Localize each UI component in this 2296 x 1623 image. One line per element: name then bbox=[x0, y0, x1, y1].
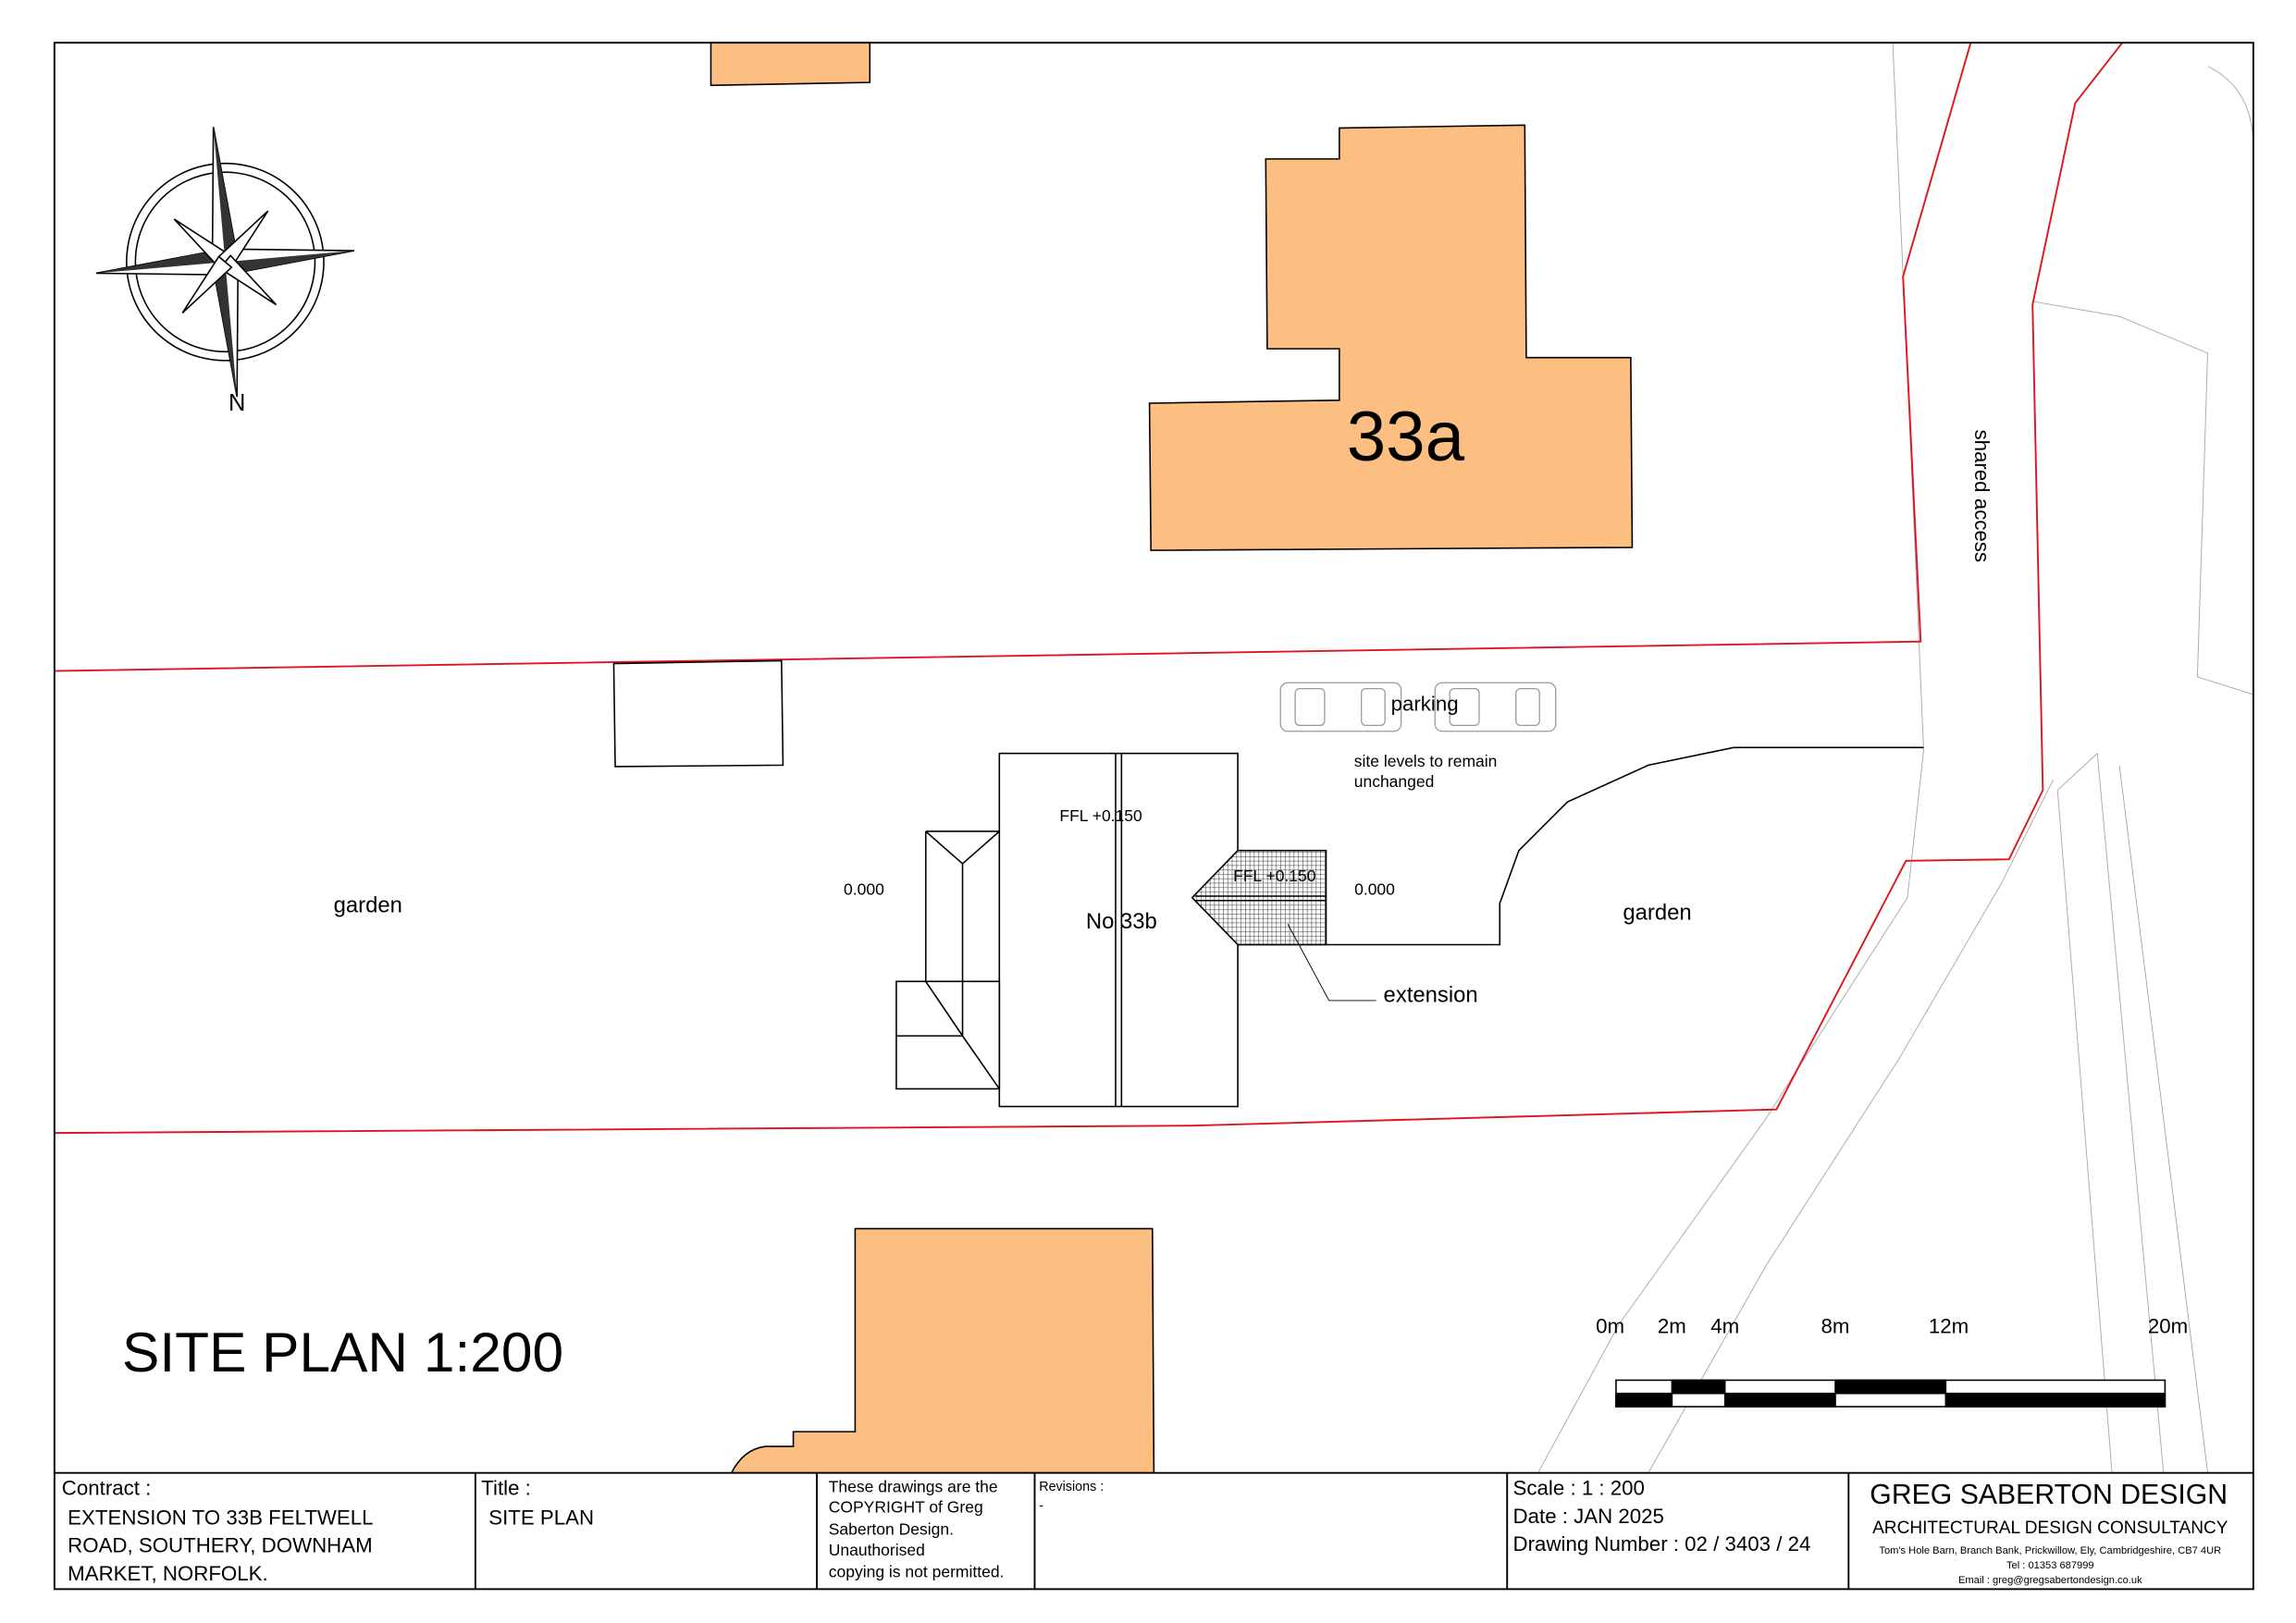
scale-tick-label: 2m bbox=[1658, 1315, 1686, 1338]
extension-hatch bbox=[1191, 849, 1327, 946]
copyright-line: Saberton Design. bbox=[829, 1519, 954, 1538]
title-block bbox=[54, 1471, 2253, 1590]
company-email: Email : greg@gregsabertondesign.co.uk bbox=[1958, 1575, 2142, 1586]
copyright-line: copying is not permitted. bbox=[829, 1563, 1005, 1581]
label-ffl-house: FFL +0.150 bbox=[1059, 806, 1142, 825]
label-house-33b: No 33b bbox=[1086, 909, 1157, 934]
car-icon bbox=[1279, 682, 1402, 732]
drawing-title: SITE PLAN 1:200 bbox=[122, 1321, 563, 1383]
scale-tick-label: 20m bbox=[2148, 1315, 2188, 1338]
road-outline bbox=[1537, 43, 2254, 1473]
revisions-value: - bbox=[1039, 1498, 1043, 1513]
site-boundary bbox=[54, 42, 2124, 1135]
scale-tick-label: 12m bbox=[1929, 1315, 1969, 1338]
company-tel: Tel : 01353 687999 bbox=[2006, 1560, 2094, 1571]
label-parking: parking bbox=[1391, 693, 1459, 716]
label-site-levels: unchanged bbox=[1354, 772, 1435, 791]
car-icon bbox=[1434, 682, 1557, 732]
label-level-right: 0.000 bbox=[1354, 879, 1395, 898]
revisions-label: Revisions : bbox=[1039, 1480, 1104, 1494]
company-name: GREG SABERTON DESIGN bbox=[1870, 1480, 2228, 1510]
date-text: Date : JAN 2025 bbox=[1513, 1505, 1664, 1528]
copyright-line: These drawings are the bbox=[829, 1477, 998, 1495]
company-tagline: ARCHITECTURAL DESIGN CONSULTANCY bbox=[1872, 1518, 2228, 1538]
label-level-left: 0.000 bbox=[844, 879, 884, 898]
title-label: Title : bbox=[481, 1477, 531, 1500]
label-33a: 33a bbox=[1347, 398, 1465, 476]
copyright-line: Unauthorised bbox=[829, 1541, 925, 1559]
label-garden-right: garden bbox=[1623, 900, 1691, 925]
scale-bar bbox=[1615, 1379, 2166, 1408]
neighbour-building-top bbox=[710, 42, 871, 87]
label-shared-access: shared access bbox=[1970, 429, 1994, 562]
north-label: N bbox=[228, 390, 245, 416]
contract-label: Contract : bbox=[62, 1477, 152, 1500]
driveway-edge bbox=[1238, 746, 1924, 946]
label-extension: extension bbox=[1384, 983, 1478, 1008]
scale-tick-label: 4m bbox=[1710, 1315, 1739, 1338]
label-garden-left: garden bbox=[334, 892, 402, 917]
neighbour-building-bottom bbox=[730, 1227, 1155, 1474]
contract-line: MARKET, NORFOLK. bbox=[68, 1562, 268, 1585]
label-site-levels: site levels to remain bbox=[1354, 752, 1498, 770]
sheet-border bbox=[53, 42, 2254, 1591]
title-value: SITE PLAN bbox=[488, 1506, 594, 1529]
copyright-line: COPYRIGHT of Greg bbox=[829, 1498, 983, 1517]
drawing-number: Drawing Number : 02 / 3403 / 24 bbox=[1513, 1532, 1811, 1555]
scale-tick-label: 8m bbox=[1821, 1315, 1850, 1338]
outbuilding bbox=[612, 659, 784, 768]
company-address: Tom's Hole Barn, Branch Bank, Prickwillo… bbox=[1879, 1545, 2221, 1556]
scale-tick-label: 0m bbox=[1596, 1315, 1624, 1338]
building-33a bbox=[1148, 124, 1634, 551]
contract-line: EXTENSION TO 33B FELTWELL bbox=[68, 1506, 373, 1529]
contract-line: ROAD, SOUTHERY, DOWNHAM bbox=[68, 1534, 372, 1557]
scale-text: Scale : 1 : 200 bbox=[1513, 1477, 1645, 1500]
extension-leader bbox=[1287, 923, 1376, 1002]
label-ffl-extension: FFL +0.150 bbox=[1233, 867, 1316, 885]
north-arrow-icon bbox=[95, 127, 355, 398]
